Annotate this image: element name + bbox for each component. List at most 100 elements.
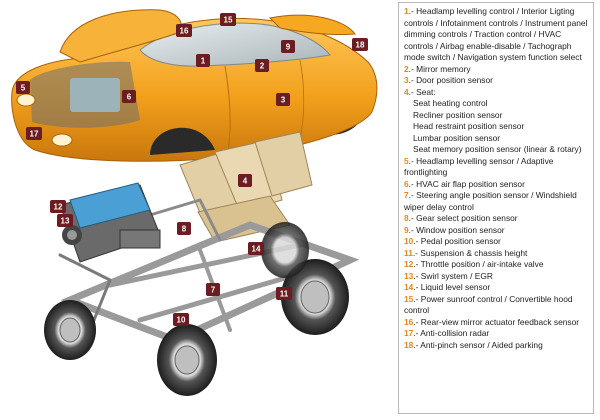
svg-text:15: 15 — [224, 16, 233, 25]
legend-text: .- Mirror memory — [408, 63, 471, 74]
svg-text:11: 11 — [280, 290, 289, 299]
svg-text:7: 7 — [211, 286, 216, 295]
legend-item-10: 10.- Pedal position sensor — [404, 236, 589, 248]
legend-item-5: 5.- Headlamp levelling sensor / Adaptive… — [404, 156, 589, 179]
legend-item-2: 2.- Mirror memory — [404, 64, 589, 76]
legend-text: .- Power sunroof control / Convertible h… — [404, 293, 573, 316]
legend-number: 3 — [404, 75, 409, 85]
legend-text: .- Steering angle position sensor / Wind… — [404, 190, 577, 212]
legend-number: 4 — [404, 86, 409, 97]
legend-number: 2 — [404, 63, 409, 74]
legend-text: .- Pedal position sensor — [413, 236, 501, 246]
legend-item-7: 7.- Steering angle position sensor / Win… — [404, 190, 589, 213]
svg-text:8: 8 — [182, 225, 187, 234]
legend-item-15: 15.- Power sunroof control / Convertible… — [404, 294, 589, 317]
legend-text: .- Window position sensor — [408, 224, 505, 235]
svg-text:17: 17 — [30, 130, 39, 139]
legend-item-11: 11.- Suspension & chassis height — [404, 248, 589, 260]
exploded-car-illustration: 1 2 3 4 5 6 7 8 9 10 11 12 13 14 15 16 1… — [11, 9, 378, 396]
legend-number: 8 — [404, 213, 409, 223]
svg-text:3: 3 — [281, 96, 286, 105]
legend-number: 10 — [404, 236, 414, 246]
legend-item-9: 9.- Window position sensor — [404, 225, 589, 237]
legend-item-13: 13.- Swirl system / EGR — [404, 271, 589, 283]
legend-number: 15 — [404, 293, 414, 304]
legend-number: 9 — [404, 224, 409, 235]
svg-text:18: 18 — [356, 41, 365, 50]
legend-panel: 1.- Headlamp levelling control / Interio… — [398, 2, 594, 414]
legend-number: 13 — [404, 270, 414, 281]
callout-5: 5 — [16, 81, 30, 94]
callout-11: 11 — [276, 287, 292, 300]
legend-item-4: 4.- Seat: — [404, 87, 589, 99]
legend-text: .- Anti-collision radar — [413, 328, 490, 338]
engine-block — [59, 182, 161, 263]
legend-number: 17 — [404, 328, 414, 338]
legend-number: 6 — [404, 178, 409, 189]
legend-item-1: 1.- Headlamp levelling control / Interio… — [404, 6, 589, 64]
callout-1: 1 — [196, 54, 210, 67]
legend-item-16: 16.- Rear-view mirror actuator feedback … — [404, 317, 589, 329]
legend-text: .- HVAC air flap position sensor — [408, 178, 525, 189]
callout-13: 13 — [57, 214, 73, 227]
callout-15: 15 — [220, 13, 236, 26]
legend-item-14: 14.- Liquid level sensor — [404, 282, 589, 294]
callout-17: 17 — [26, 127, 42, 140]
legend-subitem: Seat memory position sensor (linear & ro… — [413, 144, 582, 154]
legend-subitem: Head restraint position sensor — [413, 121, 525, 131]
callout-3: 3 — [276, 93, 290, 106]
legend-number: 1 — [404, 6, 409, 16]
callout-4: 4 — [238, 174, 252, 187]
legend-item-12: 12.- Throttle position / air-intake valv… — [404, 259, 589, 271]
legend-text: .- Suspension & chassis height — [412, 247, 528, 258]
callout-14: 14 — [248, 242, 264, 255]
legend-text: .- Swirl system / EGR — [413, 270, 493, 281]
legend-text: .- Headlamp levelling sensor / Adaptive … — [404, 155, 554, 178]
callout-18: 18 — [352, 38, 368, 51]
legend-number: 7 — [404, 190, 409, 200]
svg-text:14: 14 — [252, 245, 261, 254]
svg-text:12: 12 — [54, 203, 63, 212]
legend-text: .- Seat: — [408, 86, 436, 97]
callout-12: 12 — [50, 200, 66, 213]
legend-subitem: Seat heating control — [413, 98, 488, 108]
callout-7: 7 — [206, 283, 220, 296]
legend-text: .- Gear select position sensor — [408, 213, 518, 223]
svg-text:4: 4 — [243, 177, 248, 186]
legend-text: .- Rear-view mirror actuator feedback se… — [413, 316, 580, 327]
svg-text:6: 6 — [127, 93, 132, 102]
legend-item-3: 3.- Door position sensor — [404, 75, 589, 87]
legend-number: 12 — [404, 259, 414, 269]
legend-number: 11 — [404, 247, 413, 258]
car-body — [11, 9, 378, 162]
svg-text:9: 9 — [286, 43, 291, 52]
callout-2: 2 — [255, 59, 269, 72]
legend-text: .- Liquid level sensor — [413, 282, 491, 292]
callout-9: 9 — [281, 40, 295, 53]
legend-item-6: 6.- HVAC air flap position sensor — [404, 179, 589, 191]
legend-text: .- Door position sensor — [408, 75, 493, 85]
legend-number: 14 — [404, 282, 414, 292]
callout-8: 8 — [177, 222, 191, 235]
callout-10: 10 — [173, 313, 189, 326]
svg-text:2: 2 — [260, 62, 265, 71]
callout-16: 16 — [176, 24, 192, 37]
legend-item-8: 8.- Gear select position sensor — [404, 213, 589, 225]
legend-item-18: 18.- Anti-pinch sensor / Aided parking — [404, 340, 589, 352]
legend-number: 18 — [404, 339, 414, 350]
callout-6: 6 — [122, 90, 136, 103]
legend-text: .- Throttle position / air-intake valve — [413, 259, 544, 269]
legend-item-17: 17.- Anti-collision radar — [404, 328, 589, 340]
legend-subitem: Lumbar position sensor — [413, 132, 501, 143]
svg-text:16: 16 — [180, 27, 189, 36]
legend-text: .- Headlamp levelling control / Interior… — [404, 6, 588, 62]
wheels — [44, 222, 349, 396]
svg-text:13: 13 — [61, 217, 70, 226]
svg-text:5: 5 — [21, 84, 26, 93]
legend-number: 16 — [404, 316, 414, 327]
legend-text: .- Anti-pinch sensor / Aided parking — [413, 339, 543, 350]
svg-text:10: 10 — [177, 316, 186, 325]
callout-badges: 1 2 3 4 5 6 7 8 9 10 11 12 13 14 15 16 1… — [16, 13, 368, 326]
svg-text:1: 1 — [201, 57, 206, 66]
legend-number: 5 — [404, 155, 409, 166]
